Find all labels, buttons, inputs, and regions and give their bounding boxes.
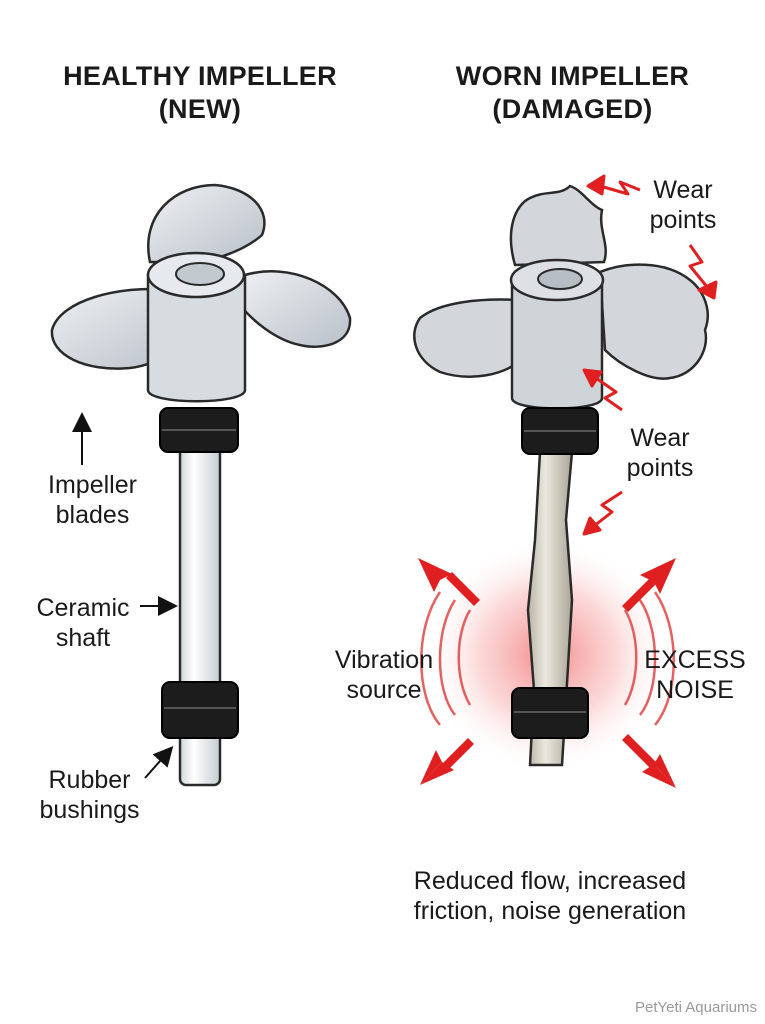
- noise-line1: EXCESS: [644, 646, 746, 674]
- shaft-label-line2: shaft: [55, 624, 111, 652]
- noise-arrow-up-left: [418, 558, 470, 610]
- wear-points-top-label: Wear points: [633, 175, 733, 235]
- rubber-bushings-label: Rubber bushings: [22, 765, 157, 825]
- caption-line1: Reduced flow, increased: [413, 867, 687, 895]
- ceramic-shaft-label: Ceramic shaft: [28, 593, 138, 653]
- healthy-impeller: [50, 183, 352, 787]
- worn-hub-hole: [537, 268, 583, 290]
- noise-arrow-down-right: [642, 764, 676, 788]
- worn-ceramic-shaft: [526, 450, 574, 767]
- watermark: PetYeti Aquariums: [634, 999, 757, 1016]
- worn-title-line2: (DAMAGED): [492, 94, 653, 124]
- wear-mid-line1: Wear: [630, 424, 690, 452]
- blades-label-line2: blades: [55, 501, 130, 529]
- worn-impeller: [413, 174, 718, 788]
- healthy-hub-hole: [175, 262, 225, 286]
- healthy-bushing-bottom: [161, 681, 239, 739]
- healthy-title-line1: HEALTHY IMPELLER: [63, 61, 337, 91]
- wear-arrows: [582, 174, 718, 536]
- noise-arrow-down-left: [420, 750, 442, 785]
- worn-blade-left: [413, 298, 522, 378]
- vibration-line1: Vibration: [334, 646, 434, 674]
- worn-impeller-title: WORN IMPELLER (DAMAGED): [395, 60, 750, 126]
- excess-noise-label: EXCESS NOISE: [634, 645, 756, 705]
- blades-label-line1: Impeller: [48, 471, 137, 499]
- wear-points-mid-label: Wear points: [610, 423, 710, 483]
- noise-arrow-up-right: [640, 558, 676, 594]
- noise-arrows: [418, 558, 676, 788]
- shaft-label-line1: Ceramic: [36, 594, 130, 622]
- bushings-label-line2: bushings: [39, 796, 140, 824]
- worn-title-line1: WORN IMPELLER: [455, 61, 690, 91]
- caption-line2: friction, noise generation: [413, 897, 687, 925]
- vibration-source-label: Vibration source: [320, 645, 448, 705]
- wear-top-line2: points: [649, 206, 717, 234]
- worn-blade-right: [598, 263, 709, 380]
- wear-mid-line2: points: [626, 454, 694, 482]
- worn-blade-back: [509, 184, 607, 267]
- vibration-line2: source: [346, 676, 422, 704]
- wear-top-line1: Wear: [653, 176, 713, 204]
- healthy-blade-right: [238, 270, 352, 348]
- bushings-label-line1: Rubber: [48, 766, 131, 794]
- worn-impeller-caption: Reduced flow, increased friction, noise …: [395, 866, 705, 926]
- healthy-hub-body: [146, 273, 247, 403]
- impeller-blades-label: Impeller blades: [30, 470, 155, 530]
- healthy-impeller-title: HEALTHY IMPELLER (NEW): [30, 60, 370, 126]
- bushings-pointer-arrow: [144, 746, 174, 779]
- healthy-blade-back: [147, 183, 266, 264]
- healthy-title-line2: (NEW): [158, 94, 242, 124]
- vibration-waves: [420, 591, 675, 726]
- noise-line2: NOISE: [656, 676, 734, 704]
